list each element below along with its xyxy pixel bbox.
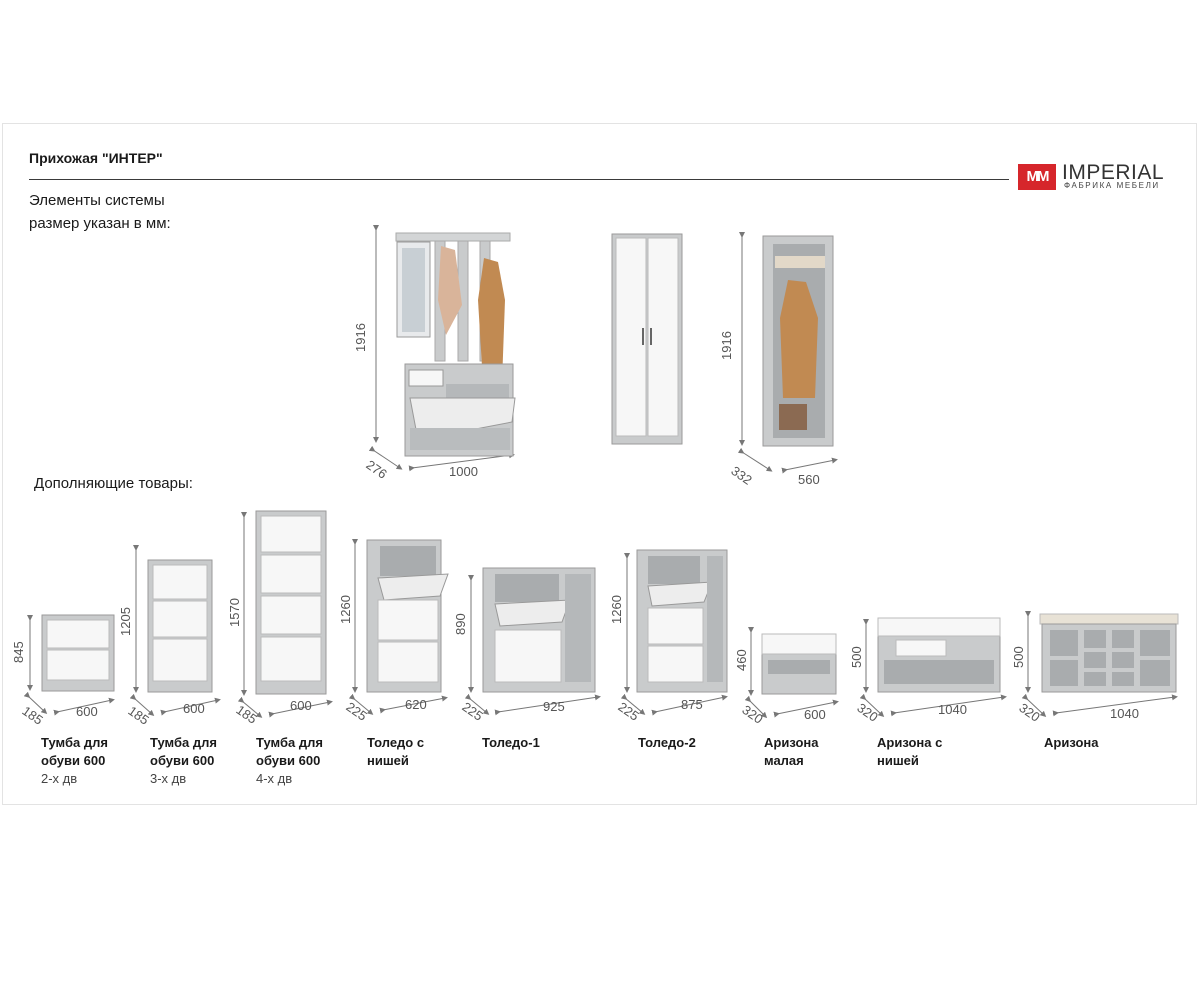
open-hanger-drawing [762,235,834,447]
dim-width-p9: 1040 [1110,706,1139,721]
imperial-logo: MM IMPERIAL ФАБРИКА МЕБЕЛИ [1018,161,1188,194]
product-label: Аризона [1044,734,1154,752]
product-3-drawing [255,510,327,695]
product-8-drawing [877,617,1001,693]
product-name: Толедо-2 [638,735,696,750]
dim-height-p9: 500 [1011,646,1026,668]
dim-width-p5: 925 [543,699,565,714]
intro-line-2: размер указан в мм: [29,215,171,232]
dim-height-p7: 460 [734,649,749,671]
product-7-drawing [761,633,837,695]
dim-height-p2: 1205 [118,607,133,636]
product-9-drawing [1039,613,1179,693]
product-5-drawing [482,567,596,693]
wardrobe-drawing [611,233,683,445]
dim-height-p5: 890 [453,613,468,635]
product-6-drawing [636,549,728,693]
dim-height-p3: 1570 [227,598,242,627]
dim-height-p6: 1260 [609,595,624,624]
dim-height-hanger: 1916 [719,331,734,360]
product-label: Тумба для обуви 600 2-х дв [41,734,151,788]
page-title: Прихожая "ИНТЕР" [29,150,163,166]
dim-width-p8: 1040 [938,702,967,717]
logo-mark-icon: MM [1018,164,1056,190]
dim-height-p8: 500 [849,646,864,668]
product-subtitle: 2-х дв [41,771,78,786]
product-2-drawing [147,559,213,693]
dim-width-p4: 620 [405,697,427,712]
dimension-lines [23,225,1178,719]
dim-width-p6: 875 [681,697,703,712]
product-4-drawing [366,539,449,693]
dim-width-hanger: 560 [798,472,820,487]
intro-line-1: Элементы системы [29,192,165,209]
product-subtitle: 4-х дв [256,771,293,786]
dim-height-hallway: 1916 [353,323,368,352]
product-1-drawing [41,614,115,692]
dim-width-p7: 600 [804,707,826,722]
product-subtitle: 3-х дв [150,771,187,786]
product-name: Тумба для обуви 600 [256,735,323,768]
product-label: Толедо с нишей [367,734,477,770]
logo-subtitle: ФАБРИКА МЕБЕЛИ [1064,181,1160,190]
product-name: Аризона малая [764,735,819,768]
dim-width-p1: 600 [76,704,98,719]
product-name: Аризона [1044,735,1099,750]
product-name: Тумба для обуви 600 [150,735,217,768]
intro-text: Элементы системы размер указан в мм: [29,189,229,235]
logo-name: IMPERIAL [1062,161,1165,184]
product-name: Аризона с нишей [877,735,943,768]
product-name: Толедо-1 [482,735,540,750]
product-label: Толедо-1 [482,734,592,752]
dim-width-p3: 600 [290,698,312,713]
section-title-accessories: Дополняющие товары: [34,475,193,492]
dim-width-hallway: 1000 [449,464,478,479]
product-name: Толедо с нишей [367,735,425,768]
product-label: Толедо-2 [638,734,748,752]
product-label: Тумба для обуви 600 4-х дв [256,734,366,788]
product-name: Тумба для обуви 600 [41,735,108,768]
product-label: Тумба для обуви 600 3-х дв [150,734,260,788]
dim-height-p4: 1260 [338,595,353,624]
title-divider [29,179,1009,180]
hallway-set-drawing [395,232,516,457]
product-label: Аризона малая [764,734,874,770]
dim-width-p2: 600 [183,701,205,716]
product-label: Аризона с нишей [877,734,987,770]
dim-height-p1: 845 [11,641,26,663]
